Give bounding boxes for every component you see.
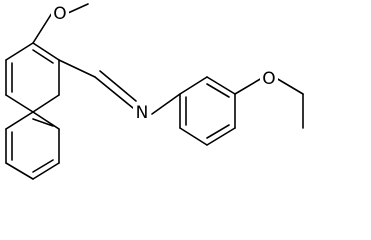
ch-n-double-bond xyxy=(94,76,134,109)
naphthalene-lower-ring xyxy=(5,111,60,180)
benzene-ring xyxy=(179,76,236,146)
aryl-ch-bond xyxy=(58,59,96,78)
ring-bond-c1-c2 xyxy=(32,42,60,61)
ethoxy-group xyxy=(234,77,304,129)
structure-canvas: O N O xyxy=(5,3,304,180)
benzene-bond-1 xyxy=(179,76,208,95)
ch-n-double-bond-inner xyxy=(99,70,137,102)
atom-label-nitrogen: N xyxy=(133,102,151,123)
atom-label-methoxy-oxygen: O xyxy=(51,3,69,24)
molecule-drawing: O N O xyxy=(5,3,304,180)
ring-bond-c4-c4a xyxy=(5,94,34,113)
ring-bond-c4a-c5 xyxy=(5,111,34,130)
naphthalene-upper-ring xyxy=(5,42,60,113)
atom-label-ethoxy-oxygen: O xyxy=(260,68,278,89)
n-aryl-bond xyxy=(151,93,181,115)
o-aryl-bond xyxy=(32,12,53,44)
ring-bond-c7-c8-inner xyxy=(32,159,54,173)
benzene-bond-4 xyxy=(206,127,236,146)
o-ch2-bond xyxy=(275,77,304,95)
methoxy-group xyxy=(32,3,89,44)
benzene-bond-2 xyxy=(206,76,236,95)
benzene-bond-2-inner xyxy=(206,83,230,98)
ring-bond-c2-c3 xyxy=(5,42,34,61)
methoxy-oxygen-label: O xyxy=(53,4,66,24)
benzene-bond-4-inner xyxy=(206,124,230,139)
ring-bond-c8a-c4a-inner xyxy=(32,118,54,127)
ring-bond-c7-c8 xyxy=(32,162,60,180)
ring-bond-c1-c2-inner xyxy=(32,49,54,64)
ring-bond-c6-c7 xyxy=(5,162,34,180)
imine-linker xyxy=(58,59,181,115)
ring-bond-c4a-c8a xyxy=(32,94,60,113)
nitrogen-label: N xyxy=(136,103,149,123)
aryl-o-bond xyxy=(234,77,263,95)
benzene-bond-5 xyxy=(179,127,208,146)
ethoxy-oxygen-label: O xyxy=(262,69,275,89)
methyl-o-bond xyxy=(67,3,89,14)
ring-bond-c8a-c4a xyxy=(32,111,60,130)
